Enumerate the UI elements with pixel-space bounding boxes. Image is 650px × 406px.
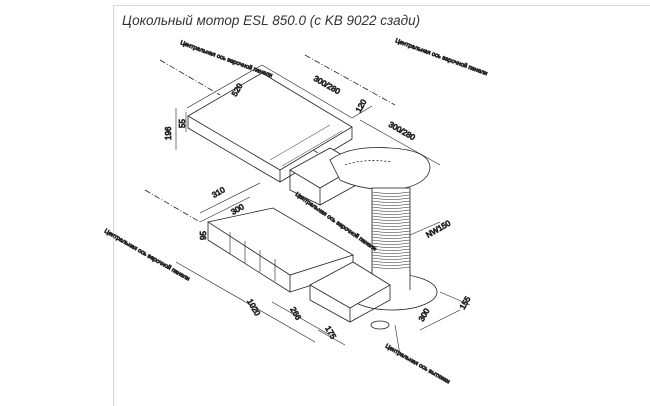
pipe-rib [371, 239, 411, 242]
hood-axis-note: Центральная ось вытяжки [384, 344, 451, 386]
pipe-rib [371, 218, 411, 221]
pipe-rib [371, 260, 411, 263]
dim-95: 95 [199, 231, 208, 240]
pipe-rib [371, 212, 411, 215]
dim-196: 196 [164, 126, 173, 140]
pipe-rib [371, 200, 411, 203]
dim-266: 266 [288, 306, 303, 323]
dim-300-280-a: 300/280 [312, 74, 342, 97]
cooktop-axis-note-2: Центральная ось варочной панели [394, 37, 488, 77]
dim-1020: 1020 [245, 298, 262, 318]
dim-300-280-b: 300/280 [387, 120, 417, 143]
drawing-frame [113, 5, 650, 406]
pipe-rib [371, 254, 411, 257]
pipe-rib [371, 215, 411, 218]
cooktop-axis-note-1: Центральная ось варочной панели [179, 39, 273, 79]
cooktop [187, 72, 353, 183]
pipe-rib [371, 221, 411, 224]
dim-175: 175 [323, 325, 338, 342]
pipe-rib [371, 206, 411, 209]
pipe-rib [371, 191, 411, 194]
dim-310: 310 [211, 185, 228, 200]
pipe-rib [371, 245, 411, 248]
cooktop-axis-line-3 [144, 189, 201, 223]
pipe-rib [371, 248, 411, 251]
pipe-rib [371, 257, 411, 260]
pipe-rib [371, 251, 411, 254]
cooktop-axis-line-1 [159, 59, 221, 96]
cooktop-axis-line-2 [304, 54, 396, 106]
dim-55: 55 [178, 119, 187, 128]
horizontal-duct [206, 207, 391, 323]
pipe-rib [371, 230, 411, 233]
pipe-rib [371, 224, 411, 227]
dimension-lines [175, 64, 471, 356]
pipe-rib [371, 194, 411, 197]
pipe-rib [371, 236, 411, 239]
pipe-rib [371, 242, 411, 245]
cooktop-center-line [236, 104, 331, 161]
pipe-rib [371, 209, 411, 212]
dim-120: 120 [354, 97, 369, 114]
pipe-rib [371, 197, 411, 200]
drawing-title: Цокольный мотор ESL 850.0 (с KB 9022 сза… [122, 13, 421, 28]
dim-300-base: 300 [417, 306, 432, 323]
pipe-rib [371, 233, 411, 236]
pipe-rib [371, 263, 411, 266]
pipe-rib [371, 203, 411, 206]
pipe-rib [371, 227, 411, 230]
pipe-rib [371, 266, 411, 269]
dim-155: 155 [458, 294, 473, 311]
dim-nw150: NW150 [425, 218, 453, 239]
cooktop-axis-note-3: Центральная ось варочной панели [103, 228, 191, 283]
